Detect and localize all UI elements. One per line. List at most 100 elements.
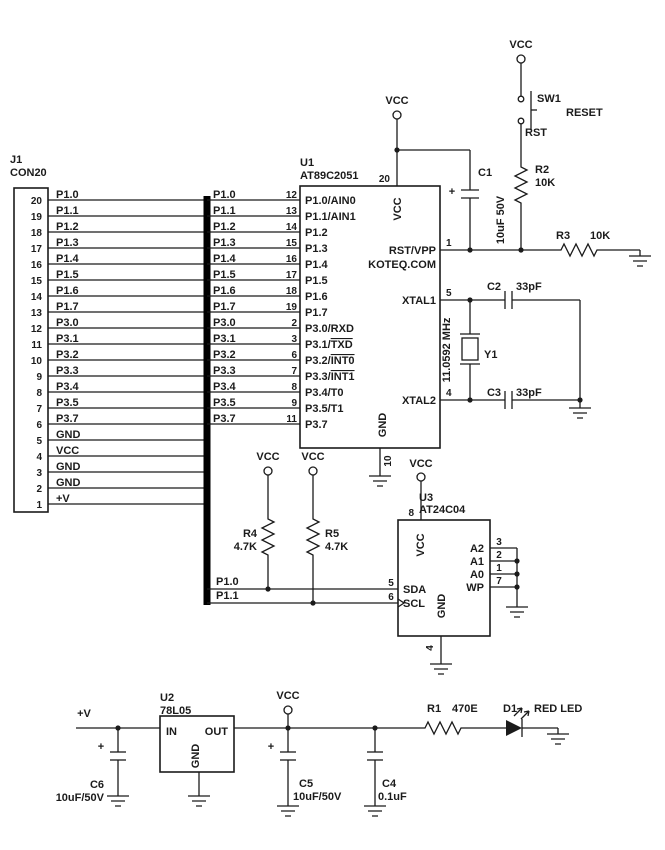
vcc-symbol: [308, 466, 318, 476]
j1-pin-number: 8: [36, 388, 42, 399]
u1-pin-number: 6: [291, 350, 297, 361]
r3-ref: R3: [556, 230, 570, 242]
y1-body: [461, 337, 479, 361]
u3-pin-name: SCL: [403, 598, 425, 610]
vcc-symbol: [392, 110, 402, 120]
junction-dot: [514, 571, 520, 577]
c3-ref: C3: [487, 387, 501, 399]
j1-net-label: P3.5: [56, 397, 79, 409]
u1-pin-number: 18: [286, 286, 298, 297]
u1-pin-name: P1.6: [305, 291, 328, 303]
j1-net-label: P1.4: [56, 253, 80, 265]
u1-vcc-pin-number: 20: [379, 174, 391, 185]
c3-value: 33pF: [516, 387, 542, 399]
j1-pin-number: 1: [36, 500, 42, 511]
ground-symbol: [505, 600, 529, 618]
u1-pin-number: 9: [291, 398, 297, 409]
u1-body: [299, 185, 441, 449]
c5-ref: C5: [299, 778, 313, 790]
u1-ref: U1: [300, 157, 314, 169]
u1-net-label: P3.1: [213, 333, 236, 345]
junction-dot: [577, 397, 583, 403]
led-emission-arrow: [513, 707, 523, 717]
u1-pin-number: 14: [286, 222, 298, 233]
u1-xtal2-pin-number: 4: [446, 388, 452, 399]
j1-pin-number: 12: [31, 324, 43, 335]
d1-value: RED LED: [534, 703, 582, 715]
u3-net-label: P1.0: [216, 576, 239, 588]
u1-pin-name: P1.2: [305, 227, 328, 239]
reset-circuit: VCC SW1 RESET RST R2 10K: [509, 39, 603, 250]
u1-pin-name: P3.0/RXD: [305, 323, 354, 335]
u3-pin-number: 6: [388, 592, 394, 603]
junction-dot: [518, 247, 524, 253]
u3-gnd-pin-number: 4: [425, 645, 436, 651]
u1-gnd-pin-number: 10: [383, 455, 394, 467]
u1-pin-name: P1.4: [305, 259, 329, 271]
r4-value: 4.7K: [234, 541, 257, 553]
u1-pin-name: P1.3: [305, 243, 328, 255]
j1-pin-number: 16: [31, 260, 43, 271]
u3-gnd-pin-name: GND: [436, 594, 448, 619]
u3-pin-name: SDA: [403, 584, 426, 596]
u1-pin-number: 8: [291, 382, 297, 393]
u1-net-label: P3.5: [213, 397, 236, 409]
u1-pin-number: 19: [286, 302, 298, 313]
d1-ref: D1: [503, 703, 517, 715]
ground-symbol: [628, 249, 652, 267]
y1-value: 11.0592 MHz: [441, 317, 453, 382]
r5-ref: R5: [325, 528, 339, 540]
sw1-function-label: RESET: [566, 107, 603, 119]
vcc-symbol: [283, 705, 293, 715]
vcc-label: VCC: [301, 451, 324, 463]
u1-pin-number: 2: [291, 318, 297, 329]
c5-polarity: +: [268, 741, 274, 753]
j1-pin-number: 15: [31, 276, 43, 287]
u1-net-label: P3.4: [213, 381, 237, 393]
u1-net-label: P1.1: [213, 205, 236, 217]
rst-net: R3 10K: [440, 230, 652, 267]
u3-pin-number: 3: [496, 537, 502, 548]
u1-rst-pin-name: RST/VPP: [389, 245, 436, 257]
vcc-symbol: [263, 466, 273, 476]
j1-pin-number: 3: [36, 468, 42, 479]
j1-pin-number: 2: [36, 484, 42, 495]
u2-out-pin-name: OUT: [205, 726, 229, 738]
c1-value: 10uF 50V: [495, 195, 507, 244]
j1-part: CON20: [10, 167, 47, 179]
u1-brand: KOTEQ.COM: [368, 259, 436, 271]
u1-net-label: P3.7: [213, 413, 236, 425]
u1-pin-name: P1.0/AIN0: [305, 195, 356, 207]
u3-pin-number: 1: [496, 563, 502, 574]
c2-value: 33pF: [516, 281, 542, 293]
vcc-symbol: [516, 54, 526, 64]
j1-net-label: P1.1: [56, 205, 79, 217]
y1-ref: Y1: [484, 349, 497, 361]
u1-net-label: P1.4: [213, 253, 237, 265]
u3-pin-number: 7: [496, 576, 502, 587]
c4-ref: C4: [382, 778, 397, 790]
resistor-r3: [555, 243, 605, 257]
j1-net-label: P1.5: [56, 269, 79, 281]
c4-value: 0.1uF: [378, 791, 407, 803]
resistor-r5: [306, 513, 320, 563]
u3-body: [397, 519, 491, 637]
u1-part: AT89C2051: [300, 170, 359, 182]
j1-pin-number: 9: [36, 372, 42, 383]
crystal-circuit: C2 33pF Y1 11.0592 MHz C3 33pF: [440, 281, 592, 419]
u3-net-label: P1.1: [216, 590, 239, 602]
u1-vcc-pin-name: VCC: [392, 197, 404, 220]
j1-pin-number: 7: [36, 404, 42, 415]
u1-xtal1-pin-number: 5: [446, 288, 452, 299]
u1-pin-name: P3.3/INT1: [305, 371, 355, 383]
j1-net-label: P1.3: [56, 237, 79, 249]
led-emission-arrow: [520, 710, 530, 720]
u1-pin-number: 13: [286, 206, 298, 217]
u1-pin-name: P1.5: [305, 275, 328, 287]
vcc-label: VCC: [385, 95, 408, 107]
connector-j1: J1 CON20 20P1.019P1.118P1.217P1.316P1.41…: [10, 154, 207, 513]
c5-value: 10uF/50V: [293, 791, 342, 803]
led-triangle: [506, 720, 522, 736]
